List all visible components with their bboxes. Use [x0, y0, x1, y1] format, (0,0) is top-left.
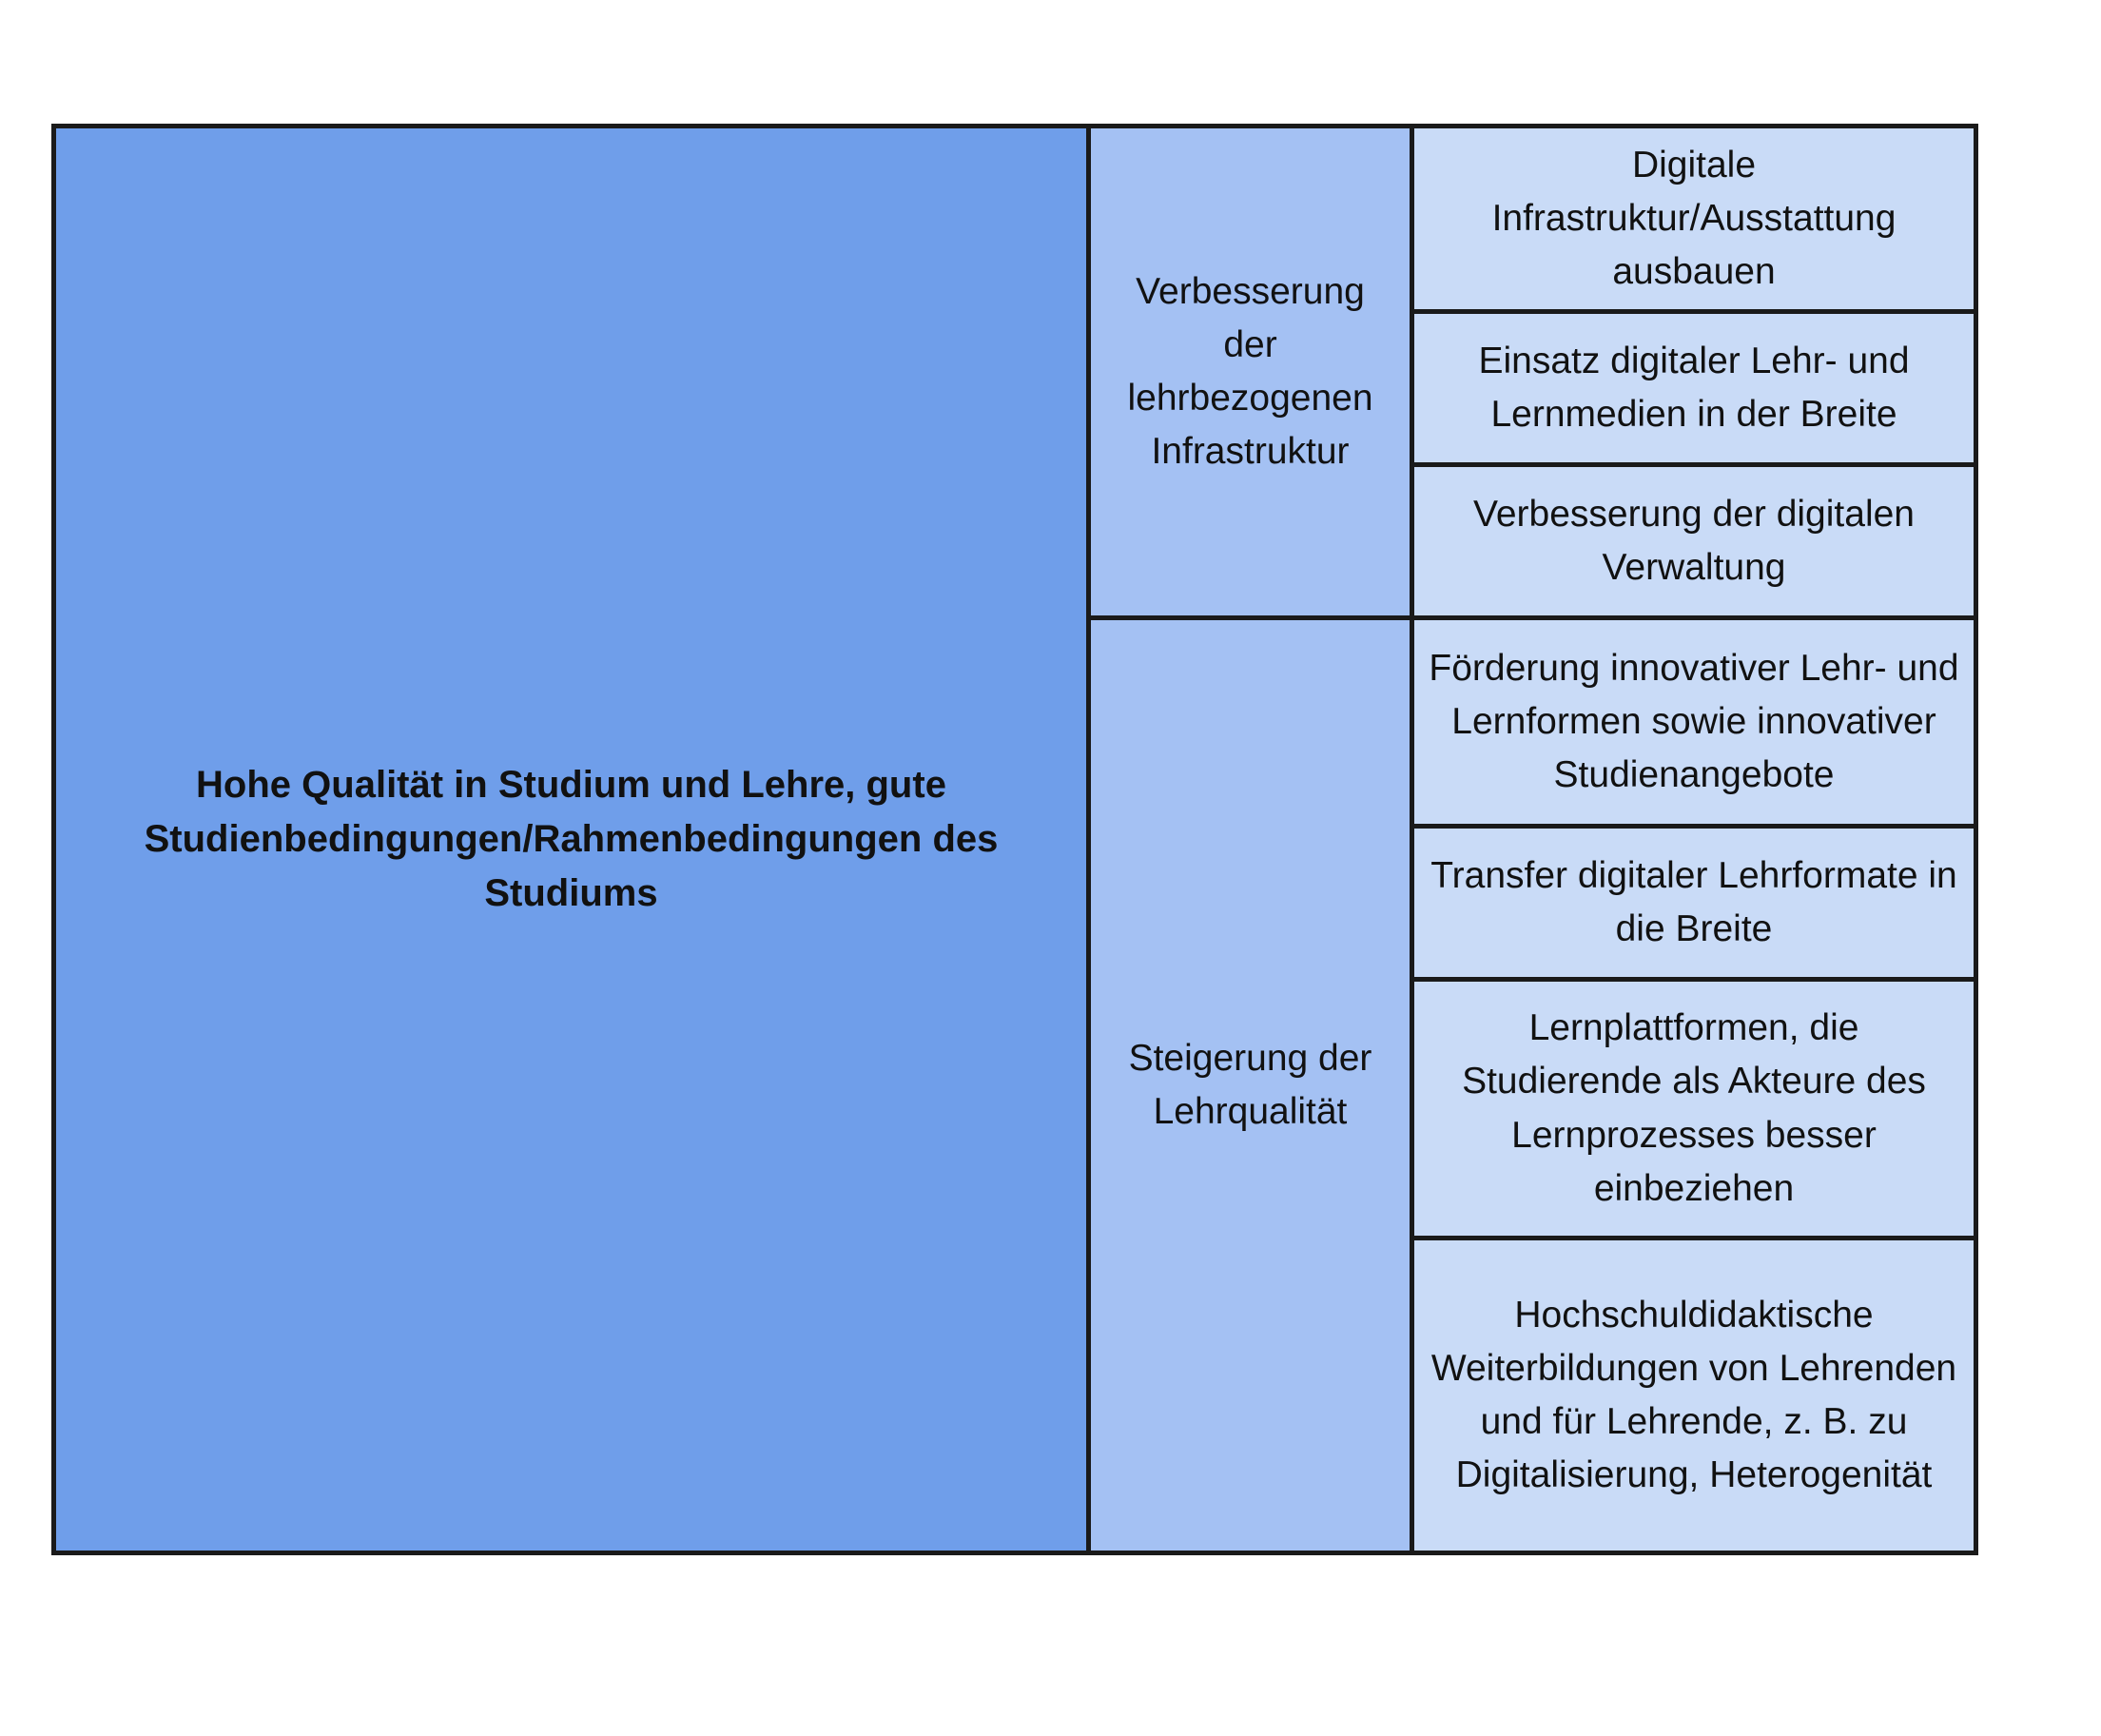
measure-didactic-training: Hochschuldidaktische Weiterbildungen von… — [1414, 1236, 1974, 1551]
measure-digital-media: Einsatz digitaler Lehr- und Lernmedien i… — [1414, 309, 1974, 462]
measure-digital-infrastructure: Digitale Infrastruktur/Ausstattung ausba… — [1414, 128, 1974, 309]
goal-hierarchy-diagram: Hohe Qualität in Studium und Lehre, gute… — [51, 124, 1978, 1555]
measure-learning-platforms: Lernplattformen, die Studierende als Akt… — [1414, 977, 1974, 1236]
measure-transfer-digital-formats: Transfer digitaler Lehrformate in die Br… — [1414, 824, 1974, 977]
measures-column: Digitale Infrastruktur/Ausstattung ausba… — [1414, 128, 1974, 1551]
area-infrastructure: Verbesserung der lehrbezogenen Infrastru… — [1091, 128, 1410, 615]
goal-column: Hohe Qualität in Studium und Lehre, gute… — [56, 128, 1091, 1551]
areas-column: Verbesserung der lehrbezogenen Infrastru… — [1091, 128, 1414, 1551]
goal-box: Hohe Qualität in Studium und Lehre, gute… — [144, 764, 999, 914]
measure-innovative-formats: Förderung innovativer Lehr- und Lernform… — [1414, 615, 1974, 824]
area-teaching-quality: Steigerung der Lehrqualität — [1091, 615, 1410, 1551]
measure-digital-administration: Verbesserung der digitalen Verwaltung — [1414, 462, 1974, 615]
